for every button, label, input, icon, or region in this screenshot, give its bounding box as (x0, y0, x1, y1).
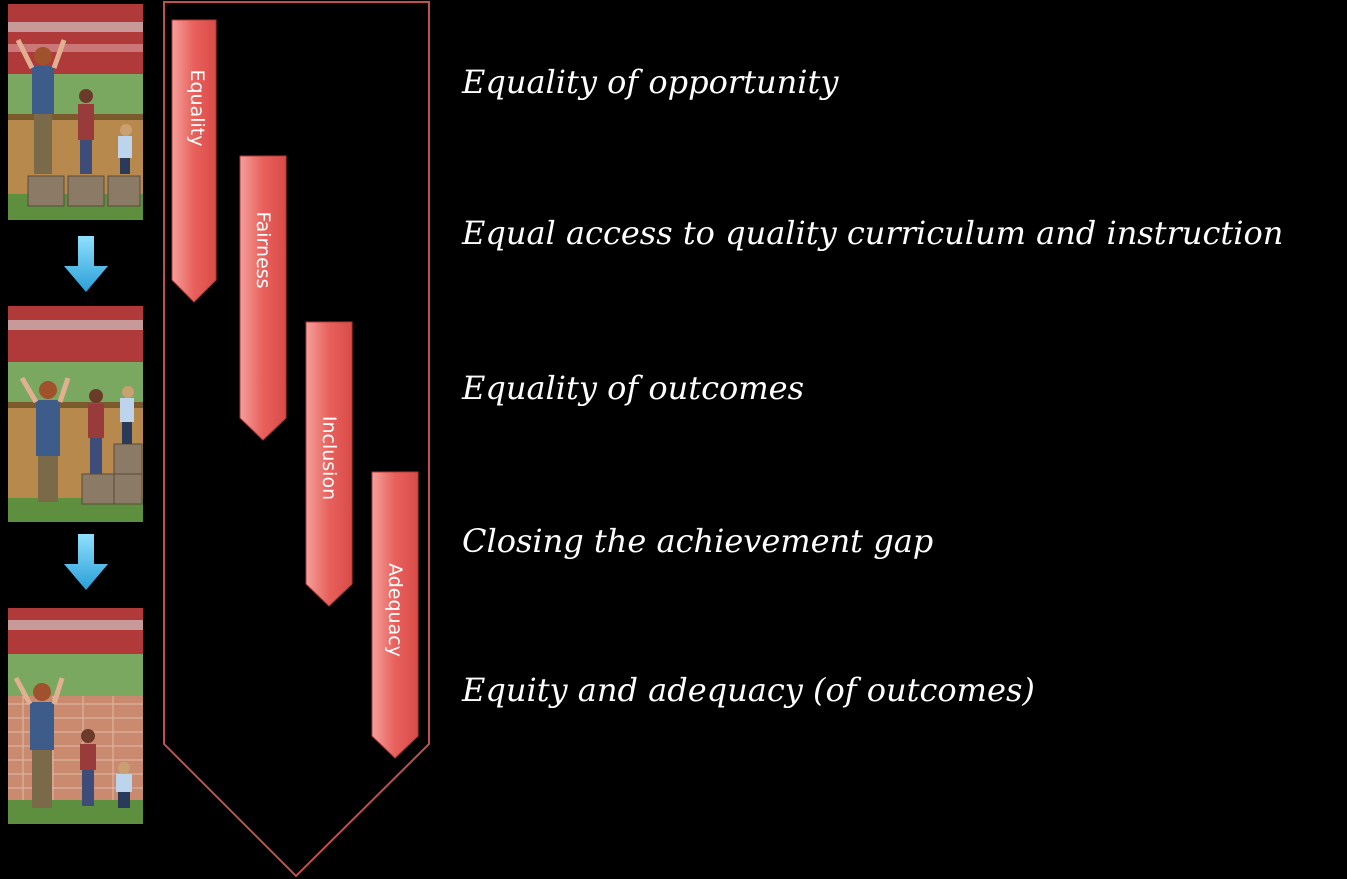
arrow-down-icon (64, 534, 108, 590)
statement-equal-access: Equal access to quality curriculum and i… (462, 214, 1284, 252)
statement-equity-and-adequacy: Equity and adequacy (of outcomes) (462, 671, 1035, 709)
stage-ribbon-inclusion: Inclusion (304, 320, 358, 608)
stage-ribbon-fairness: Fairness (238, 154, 292, 442)
progression-frame (163, 1, 430, 878)
illustration-equity (8, 306, 143, 522)
stage-label-fairness: Fairness (252, 211, 274, 289)
illustration-equality (8, 4, 143, 220)
illustration-justice (8, 608, 143, 824)
arrow-down-icon (64, 236, 108, 292)
stage-ribbon-adequacy: Adequacy (370, 470, 424, 760)
statement-equality-of-opportunity: Equality of opportunity (462, 63, 839, 101)
stage-label-equality: Equality (186, 69, 208, 147)
stage-label-inclusion: Inclusion (318, 415, 340, 501)
stage-ribbon-equality: Equality (170, 18, 224, 304)
statement-closing-achievement-gap: Closing the achievement gap (462, 522, 934, 560)
statement-equality-of-outcomes: Equality of outcomes (462, 369, 805, 407)
stage-label-adequacy: Adequacy (384, 563, 406, 657)
